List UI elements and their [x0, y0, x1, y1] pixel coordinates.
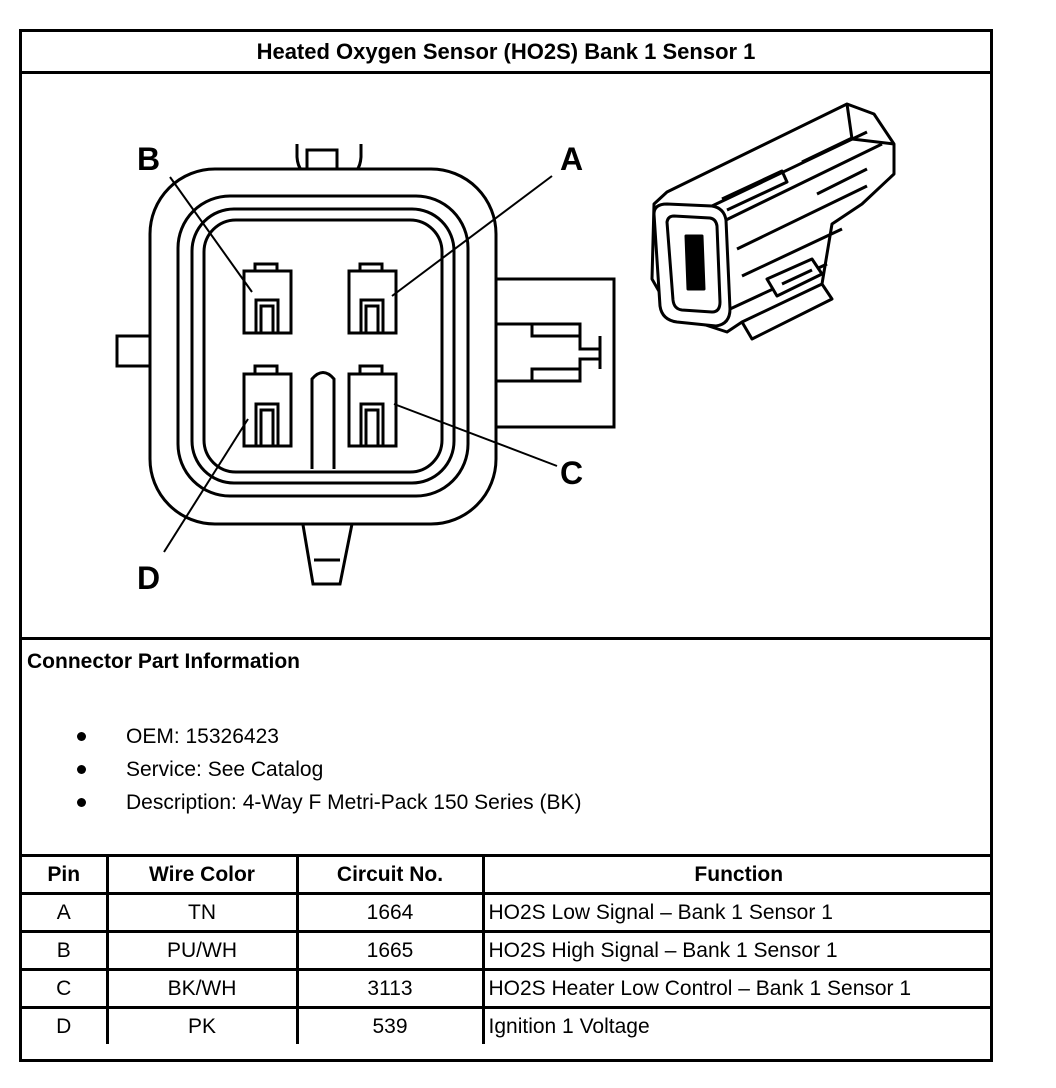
pin-label-a: A [560, 141, 583, 177]
connector-face-diagram: B A C D [115, 102, 896, 596]
cell-circuit-no: 1664 [295, 892, 485, 933]
pin-label-d: D [137, 560, 160, 596]
info-oem: OEM: 15326423 [126, 725, 279, 748]
header-pin: Pin [22, 857, 109, 895]
table-row: B PU/WH 1665 HO2S High Signal – Bank 1 S… [22, 930, 993, 971]
cell-pin: D [22, 1006, 109, 1044]
cell-pin: C [22, 968, 109, 1009]
pin-label-c: C [560, 455, 583, 491]
connector-isometric-view [650, 102, 896, 341]
table-row: A TN 1664 HO2S Low Signal – Bank 1 Senso… [22, 892, 993, 933]
list-item: Description: 4-Way F Metri-Pack 150 Seri… [22, 786, 582, 819]
bullet-icon [77, 798, 86, 807]
bullet-icon [77, 732, 86, 741]
connector-info-list: OEM: 15326423 Service: See Catalog Descr… [22, 720, 582, 819]
connector-diagram: B A C D [22, 74, 990, 640]
pin-label-b: B [137, 141, 160, 177]
list-item: OEM: 15326423 [22, 720, 582, 753]
table-row: C BK/WH 3113 HO2S Heater Low Control – B… [22, 968, 993, 1009]
page-title: Heated Oxygen Sensor (HO2S) Bank 1 Senso… [22, 32, 990, 74]
table-header-row: Pin Wire Color Circuit No. Function [22, 857, 993, 895]
connector-part-info: Connector Part Information OEM: 15326423… [22, 640, 990, 857]
list-item: Service: See Catalog [22, 753, 582, 786]
cell-function: HO2S Low Signal – Bank 1 Sensor 1 [481, 892, 993, 933]
cell-circuit-no: 3113 [295, 968, 485, 1009]
cell-function: Ignition 1 Voltage [481, 1006, 993, 1044]
header-circuit-no: Circuit No. [295, 857, 485, 895]
cell-pin: A [22, 892, 109, 933]
bullet-icon [77, 765, 86, 774]
cell-wire-color: BK/WH [105, 968, 299, 1009]
cell-pin: B [22, 930, 109, 971]
cell-circuit-no: 1665 [295, 930, 485, 971]
header-function: Function [481, 857, 993, 895]
cell-wire-color: PU/WH [105, 930, 299, 971]
cell-function: HO2S Heater Low Control – Bank 1 Sensor … [481, 968, 993, 1009]
cell-wire-color: TN [105, 892, 299, 933]
cell-function: HO2S High Signal – Bank 1 Sensor 1 [481, 930, 993, 971]
connector-info-heading: Connector Part Information [27, 650, 301, 673]
info-description: Description: 4-Way F Metri-Pack 150 Seri… [126, 791, 582, 814]
table-row: D PK 539 Ignition 1 Voltage [22, 1006, 993, 1044]
info-service: Service: See Catalog [126, 758, 324, 781]
pin-table: Pin Wire Color Circuit No. Function A TN… [22, 857, 993, 1044]
connector-sheet: Heated Oxygen Sensor (HO2S) Bank 1 Senso… [19, 29, 993, 1062]
cell-circuit-no: 539 [295, 1006, 485, 1044]
header-wire-color: Wire Color [105, 857, 299, 895]
cell-wire-color: PK [105, 1006, 299, 1044]
